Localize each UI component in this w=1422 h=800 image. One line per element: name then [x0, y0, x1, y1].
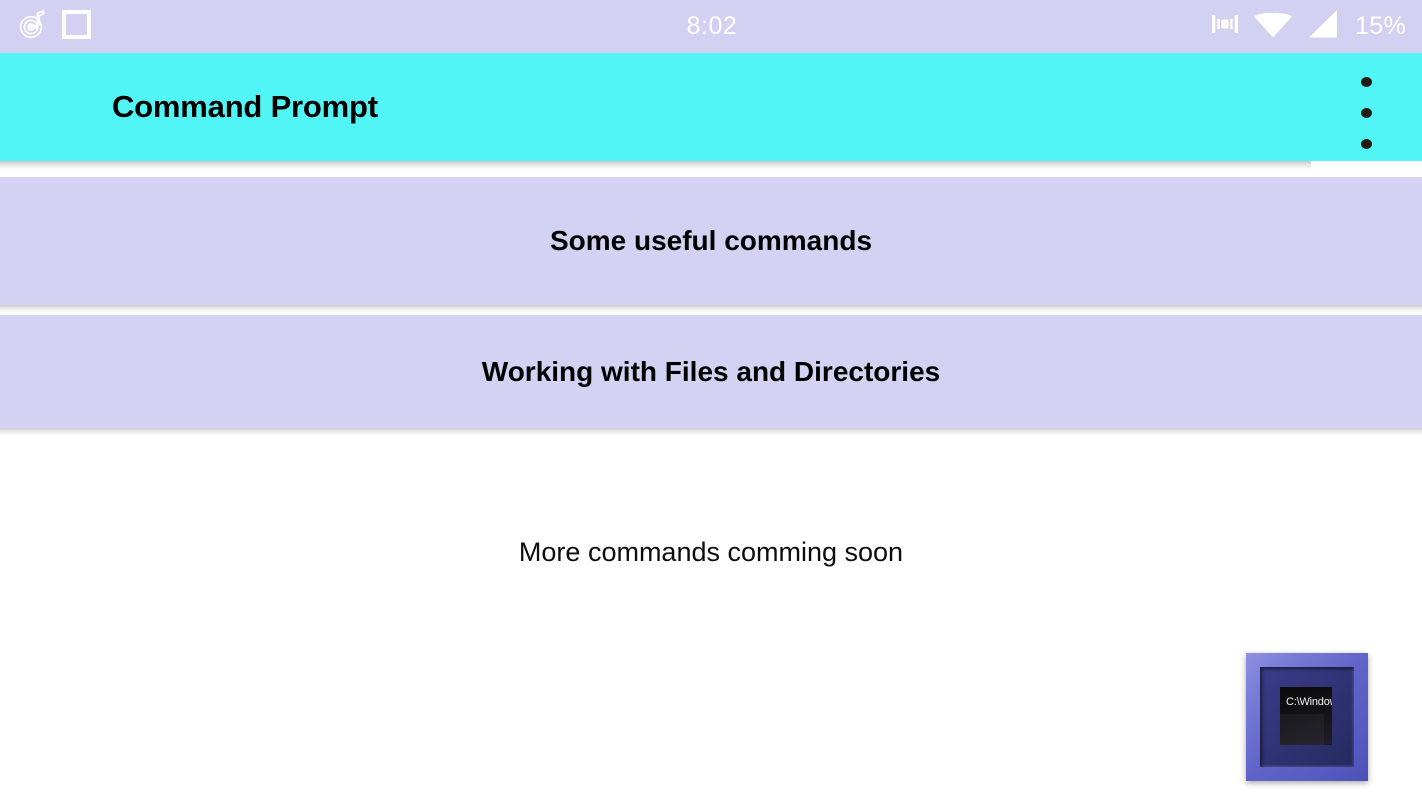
command-prompt-icon-frame: C:\Windows\	[1260, 667, 1354, 767]
overflow-menu-icon[interactable]	[1354, 77, 1378, 149]
overflow-menu-dot	[1360, 77, 1372, 87]
overflow-menu-dot	[1360, 139, 1372, 149]
status-bar-system-icons: 15%	[1126, 9, 1406, 44]
wifi-icon	[1253, 9, 1293, 44]
status-bar-clock-area: 8:02	[298, 12, 1126, 41]
status-bar-notification-icons	[18, 9, 298, 44]
coming-soon-text: More commands comming soon	[518, 537, 904, 567]
command-prompt-icon-screen-lower	[1280, 713, 1324, 745]
vibrate-icon	[1210, 10, 1240, 43]
status-bar-clock: 8:02	[686, 12, 738, 40]
overflow-menu-dot	[1360, 108, 1372, 118]
cellular-signal-icon	[1306, 9, 1339, 44]
menu-button-some-useful-commands[interactable]: Some useful commands	[0, 177, 1422, 313]
command-prompt-icon-path-text: C:\Windows\	[1286, 696, 1332, 708]
music-notification-icon	[18, 9, 48, 44]
command-prompt-icon-screen: C:\Windows\	[1280, 687, 1332, 745]
command-prompt-icon[interactable]: C:\Windows\	[1246, 653, 1368, 781]
app-bar-shadow	[0, 161, 1311, 170]
battery-percent-label: 15%	[1355, 12, 1406, 40]
menu-button-working-with-files-and-directories[interactable]: Working with Files and Directories	[0, 315, 1422, 436]
status-bar: 8:02 15%	[0, 0, 1422, 53]
square-notification-icon	[62, 9, 91, 44]
page-title: Command Prompt	[112, 89, 378, 124]
app-bar: Command Prompt	[0, 53, 1422, 161]
